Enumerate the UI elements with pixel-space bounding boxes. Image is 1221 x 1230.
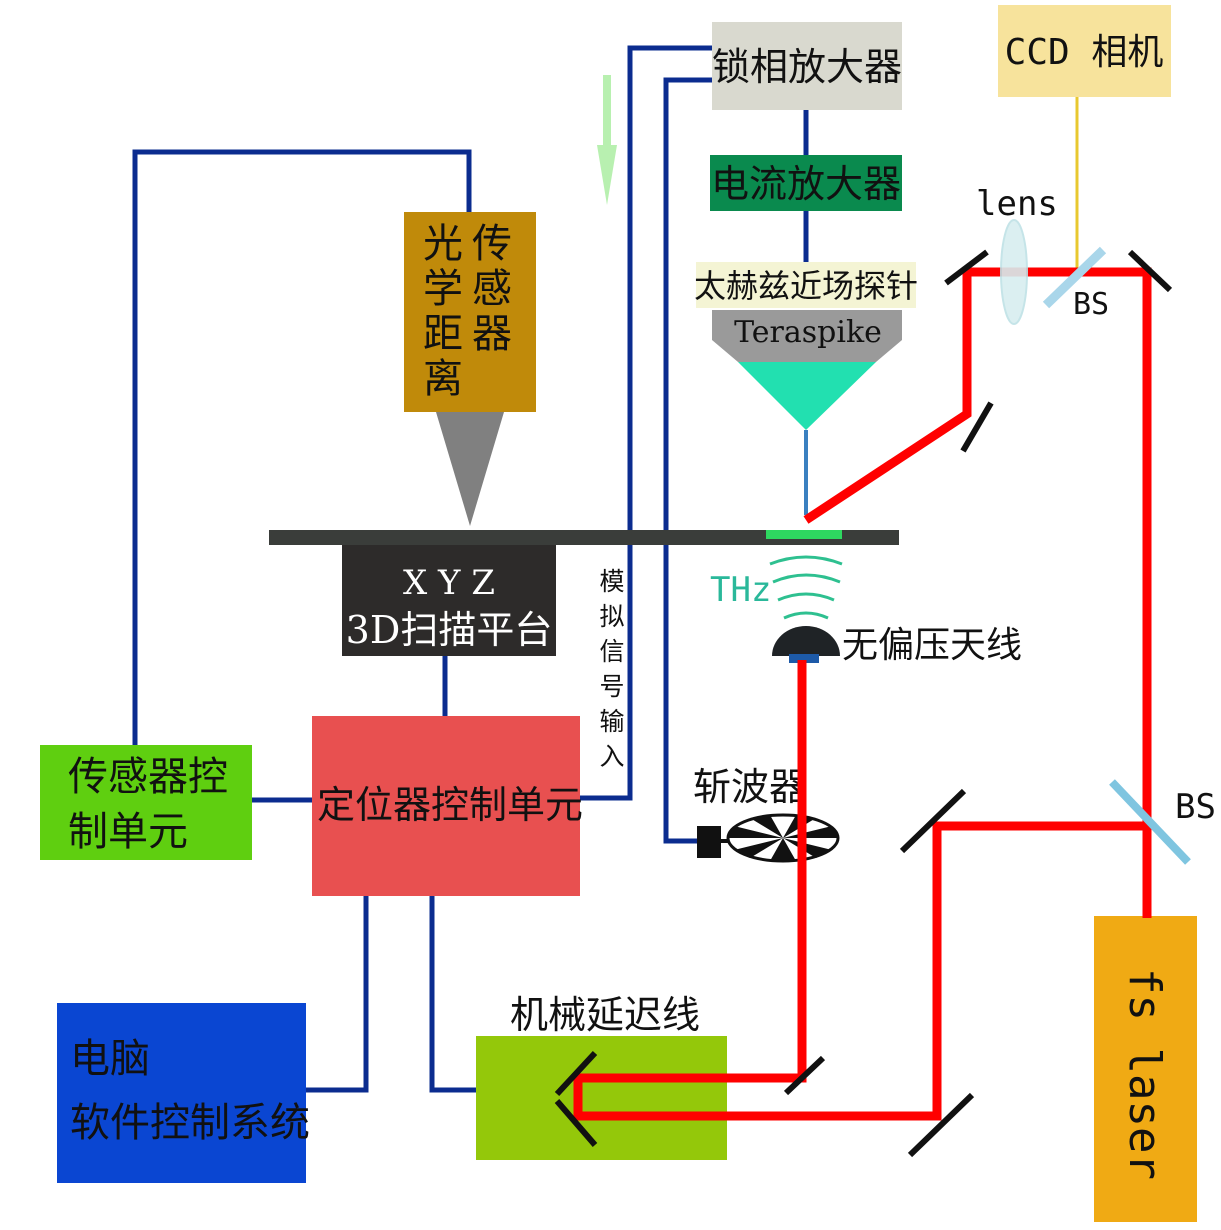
lens-label: lens [976,184,1058,224]
xyz-stage-box [342,545,556,656]
optical-sensor-char: 传 [472,221,512,267]
wire-sensor-ctrl-to-optical [132,149,472,745]
laser-label: fs laser [1119,968,1170,1180]
analog-input-char: 模 [599,567,624,596]
optical-sensor-char: 离 [423,356,463,402]
analog-input-char: 拟 [599,602,624,631]
mirror-icon [899,788,967,854]
retroreflector-icon [554,1050,598,1097]
analog-input-char: 入 [599,742,624,771]
thz-waves-icon [769,555,843,620]
wire-chopper-to-lockin [663,77,712,844]
teraspike-tip [738,362,876,430]
beam-splitter-icon [1109,779,1191,865]
thz-label: THz [710,570,771,610]
mirror-icon [783,1055,826,1096]
retroreflector-icon [554,1099,598,1147]
mirrors [554,249,1173,1158]
optical-sensor-char: 感 [472,266,512,312]
sample-bar [269,530,899,545]
lockin-box [712,22,902,110]
mirror-icon [1127,249,1173,293]
delay-label: 机械延迟线 [510,993,700,1037]
ccd-label: CCD 相机 [1005,32,1164,73]
optical-sensor-char: 光 [423,221,463,267]
delay-box [476,1036,727,1160]
optical-sensor-box [404,212,536,412]
antenna-icon [772,626,840,663]
down-arrow-icon [597,75,617,205]
chopper-motor [697,826,721,858]
positioner-label: 定位器控制单元 [317,783,583,827]
analog-input-char: 号 [599,672,624,701]
computer-box [57,1003,306,1183]
probe-cn-label: 太赫兹近场探针 [694,267,918,305]
sensor-ctrl-line1: 传感器控 [68,754,228,800]
current-amp-box [710,155,902,211]
bs-top-label: BS [1073,287,1109,322]
probe-en-label: Teraspike [734,315,882,350]
mirror-icon [907,1092,975,1158]
sensor-ctrl-line2: 制单元 [68,809,188,855]
chopper-label: 斩波器 [693,765,807,809]
lockin-label: 锁相放大器 [712,45,902,89]
wire-positioner-to-delay [429,896,476,1093]
antenna-label: 无偏压天线 [842,625,1022,666]
sample [766,530,842,539]
lens-icon [1000,219,1028,325]
current-amp-label: 电流放大器 [711,162,901,206]
wire-analog-input-to-lockin [580,45,712,801]
optical-sensor-char: 学 [423,266,463,312]
beam-splitter-icon [1042,246,1107,309]
optical-sensor-char: 距 [423,311,463,357]
stage-line2: 3D扫描平台 [346,608,553,652]
signal-wires [132,45,809,1093]
laser-beam [573,267,1152,1121]
beam-pump-path [803,267,1152,918]
wire-positioner-to-computer [306,896,369,1093]
analog-input-char: 输 [599,707,624,736]
sensor-ctrl-box [40,745,252,860]
mirror-icon [960,401,994,453]
mirror-icon [944,249,989,286]
ccd-box [998,5,1171,97]
stage-line1: X Y Z [403,563,495,603]
computer-line1: 电脑 [70,1036,150,1082]
optical-sensor-char: 器 [472,311,512,357]
chopper-wheel-icon [726,813,840,863]
sensor-cone [436,412,504,526]
computer-line2: 软件控制系统 [70,1100,310,1146]
positioner-box [312,716,580,896]
laser-box [1094,916,1197,1222]
bs-right-label: BS [1175,787,1216,827]
probe-label-box [696,262,916,308]
analog-input-char: 信 [599,637,624,666]
teraspike-body [712,310,902,362]
